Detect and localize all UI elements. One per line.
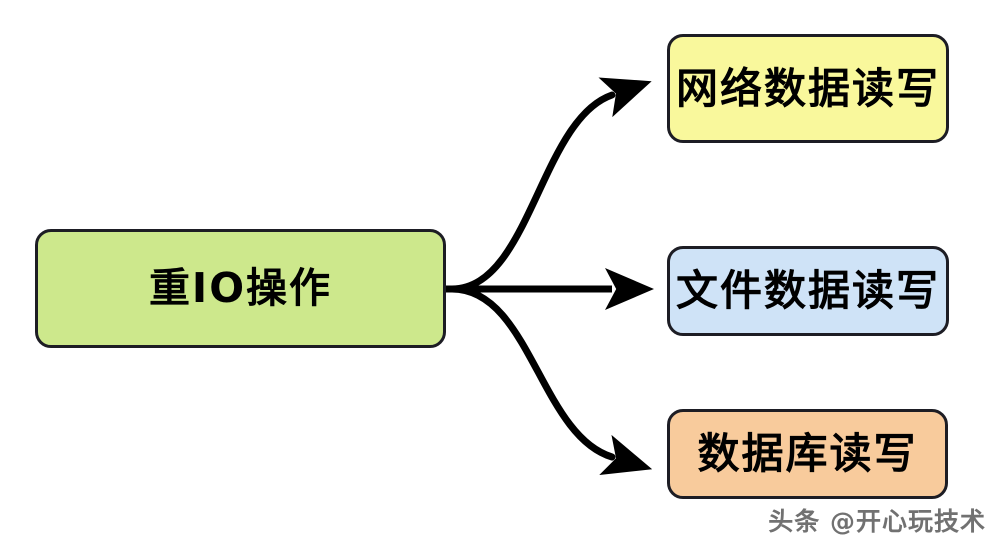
watermark-text: 头条 @开心玩技术 bbox=[768, 507, 986, 536]
node-branch-database-label: 数据库读写 bbox=[697, 429, 918, 478]
node-root-heavy-io[interactable]: 重IO操作 bbox=[35, 229, 446, 348]
node-branch-network[interactable]: 网络数据读写 bbox=[667, 34, 949, 143]
node-branch-database[interactable]: 数据库读写 bbox=[667, 409, 948, 499]
node-branch-file-label: 文件数据读写 bbox=[675, 266, 940, 315]
node-branch-file[interactable]: 文件数据读写 bbox=[667, 246, 949, 336]
connector-to-database bbox=[448, 285, 653, 476]
node-root-label: 重IO操作 bbox=[148, 264, 333, 312]
node-branch-network-label: 网络数据读写 bbox=[675, 63, 940, 113]
connector-to-network bbox=[448, 77, 652, 293]
